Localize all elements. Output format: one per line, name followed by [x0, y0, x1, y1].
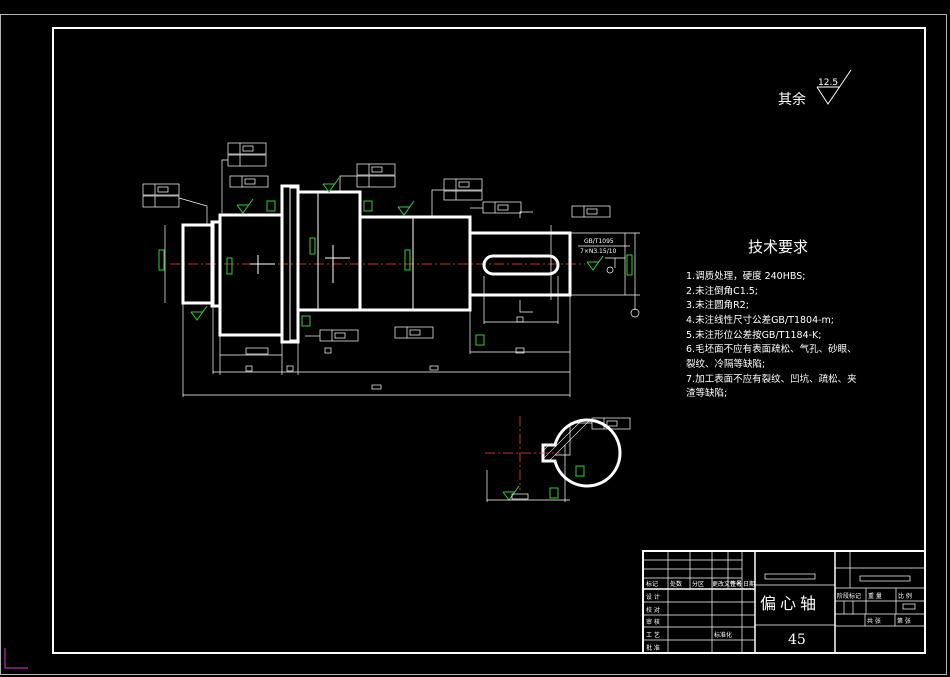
section-view	[485, 416, 622, 502]
title-block: 设 计 校 对 审 核 工 艺 批 准 标准化 标记 处数 分区 更改文件号 签…	[642, 550, 926, 654]
tolerance-frames	[142, 142, 631, 456]
roughness-value: 12.5	[818, 78, 838, 88]
tb-approve-label: 批 准	[646, 644, 660, 652]
requirement-3: 3.未注圆角R2;	[686, 299, 749, 311]
dimension-lines	[164, 211, 640, 397]
tb-mark-label: 标记	[646, 580, 658, 588]
tb-zone-label: 分区	[692, 580, 704, 588]
tb-standard-label: 标准化	[714, 631, 732, 639]
roughness-prefix: 其余	[778, 91, 806, 108]
outer-frame	[0, 14, 947, 675]
keyway-note-line2: 7×N3.15/10	[580, 248, 617, 255]
keyway-note-line1: GB/T1095	[584, 238, 614, 245]
tb-scale-label: 比 例	[898, 592, 912, 600]
requirements-title: 技术要求	[748, 238, 808, 256]
requirement-2: 2.未注倒角C1.5;	[686, 285, 758, 297]
tb-stage-mark-label: 阶段标记	[837, 592, 861, 600]
material: 45	[788, 632, 806, 648]
tb-date-label: 日期	[743, 580, 755, 588]
roughness-marks	[158, 177, 633, 501]
requirement-6: 6.毛坯面不应有表面疏松、气孔、砂眼、	[686, 343, 857, 355]
tb-design-label: 设 计	[646, 593, 660, 601]
requirement-6-cont: 裂纹、冷隔等缺陷;	[686, 358, 765, 370]
technical-requirements: 技术要求 1.调质处理，硬度 240HBS; 2.未注倒角C1.5; 3.未注圆…	[686, 238, 857, 399]
tb-craft-label: 工 艺	[646, 631, 660, 639]
requirement-5: 5.未注形位公差按GB/T1184-K;	[686, 329, 821, 341]
ucs-icon	[4, 648, 28, 669]
tb-check-label: 校 对	[646, 606, 660, 614]
requirement-4: 4.未注线性尺寸公差GB/T1804-m;	[686, 314, 834, 326]
requirement-1: 1.调质处理，硬度 240HBS;	[686, 270, 805, 282]
tb-signature-label: 签名	[730, 580, 742, 588]
part-name: 偏心轴	[760, 594, 820, 613]
tb-review-label: 审 核	[646, 618, 660, 626]
tb-total-label: 共 张	[867, 617, 881, 625]
roughness-symbol: 其余 12.5	[778, 69, 852, 108]
requirement-7: 7.加工表面不应有裂纹、凹坑、疏松、夹	[686, 373, 857, 385]
keyway-note: GB/T1095 7×N3.15/10	[578, 238, 630, 255]
tb-weight-label: 重 量	[868, 592, 882, 600]
tb-change-doc-label: 更改文件号	[712, 580, 742, 588]
tb-count-label: 处数	[670, 580, 682, 588]
inner-frame	[52, 27, 926, 654]
tb-sheet-label: 第 张	[897, 617, 911, 625]
requirement-7-cont: 渣等缺陷;	[686, 387, 727, 399]
